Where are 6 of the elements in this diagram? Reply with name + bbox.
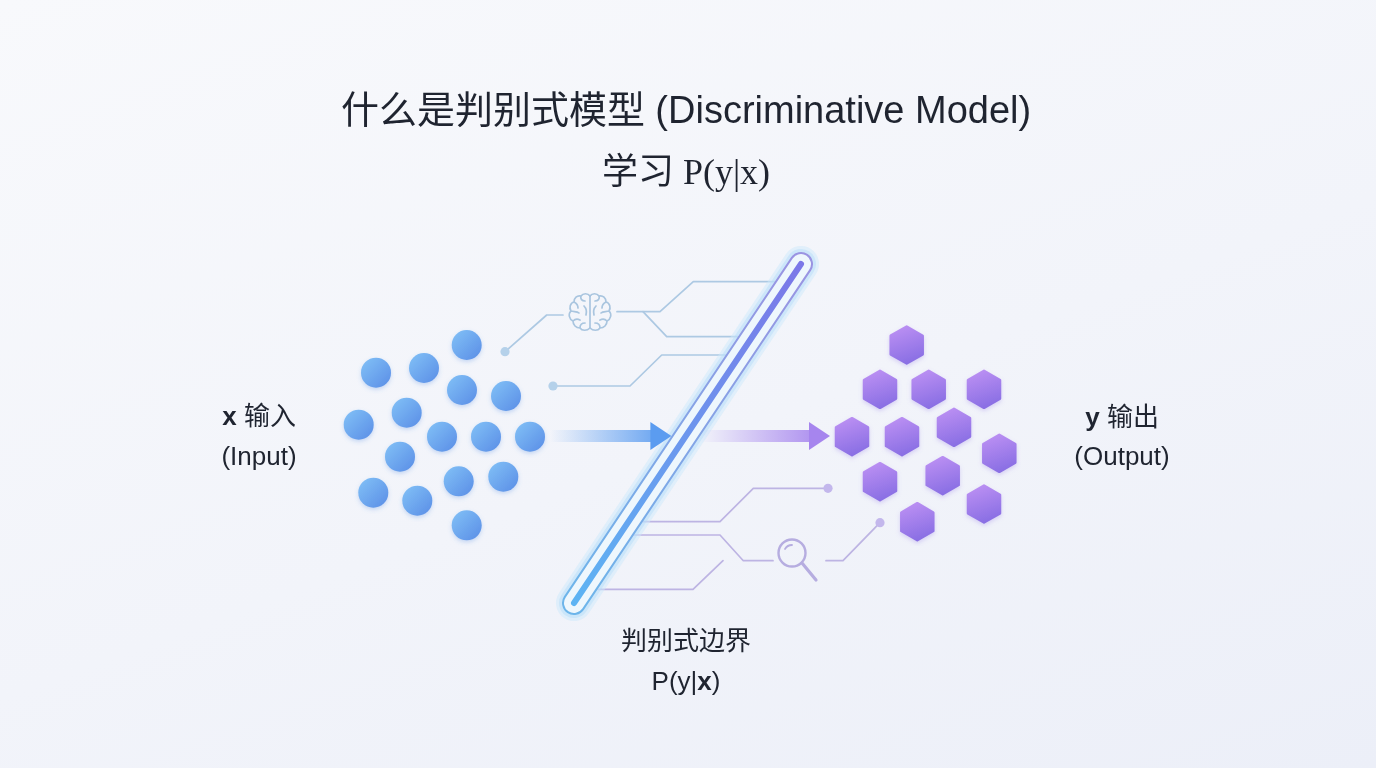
boundary-label: 判别式边界 P(y|x) <box>620 625 752 698</box>
output-label: y 输出 (Output) <box>1073 401 1171 473</box>
subtitle: 学习 P(y|x) <box>601 151 771 194</box>
title: 什么是判别式模型 (Discriminative Model) <box>340 88 1032 133</box>
input-label: x 输入 (Input) <box>220 400 298 473</box>
boundary-bar <box>556 246 819 621</box>
